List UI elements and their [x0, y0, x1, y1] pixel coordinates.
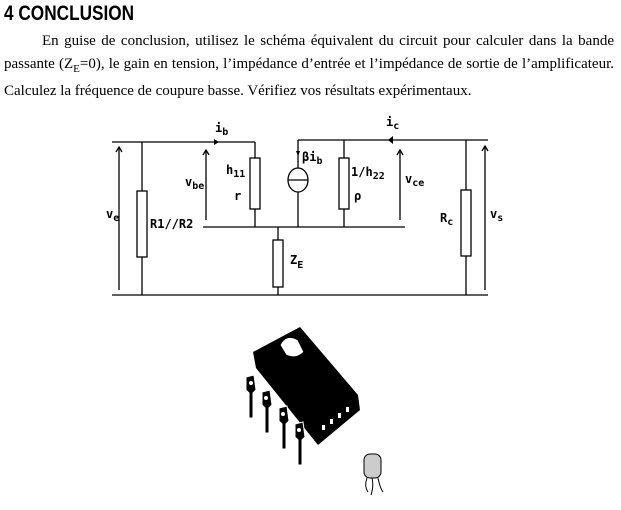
resistor-ze — [272, 239, 284, 288]
conclusion-paragraph: En guise de conclusion, utilisez le sché… — [4, 30, 614, 103]
label-vce: vce — [405, 172, 424, 189]
label-h22: 1/h22 — [351, 165, 385, 182]
ic-arrow — [388, 136, 393, 144]
paragraph-text: En guise de conclusion, utilisez le sché… — [4, 33, 614, 72]
label-ib: ib — [215, 121, 228, 138]
paragraph-text: =0), le gain en tension, l’impédance d’e… — [4, 55, 614, 100]
subscript: E — [73, 62, 80, 75]
label-r1r2: R1//R2 — [150, 217, 193, 231]
resistor-r1r2 — [136, 190, 148, 258]
ib-arrow — [214, 139, 219, 145]
label-r: r — [234, 189, 241, 203]
label-ic: ic — [386, 115, 399, 132]
label-rc: Rc — [440, 211, 453, 228]
label-vs: vs — [490, 207, 503, 224]
label-ze: ZE — [290, 253, 303, 271]
label-rho: ρ — [354, 189, 361, 203]
transistor-illustration — [363, 453, 384, 496]
resistor-rc — [460, 189, 472, 257]
ic-chip-illustration — [245, 327, 360, 466]
label-beta-ib: βib — [302, 150, 322, 167]
label-h11: h11 — [226, 163, 245, 180]
label-vbe: vbe — [185, 175, 204, 192]
resistor-h11 — [249, 157, 261, 210]
section-title: 4 CONCLUSION — [4, 2, 135, 25]
beta-arrow — [296, 151, 300, 156]
label-ve: ve — [106, 207, 119, 224]
resistor-h22 — [338, 157, 350, 210]
